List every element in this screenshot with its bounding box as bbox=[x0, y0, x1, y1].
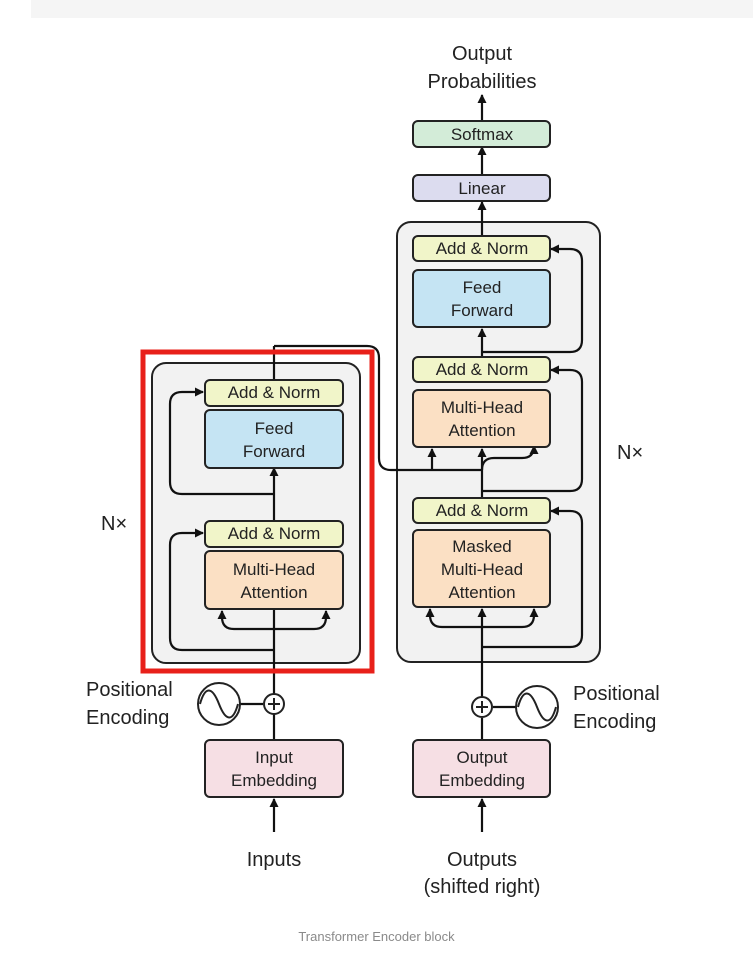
encoder-positional-encoding-label: Positional bbox=[86, 679, 173, 701]
encoder-highlight bbox=[140, 349, 375, 674]
svg-text:Input: Input bbox=[255, 748, 293, 767]
outputs-label: Outputs bbox=[447, 849, 517, 871]
encoder-feed-forward: Feed Forward bbox=[204, 409, 344, 469]
encoder-add-norm-top: Add & Norm bbox=[204, 379, 344, 407]
svg-text:Add & Norm: Add & Norm bbox=[436, 239, 529, 258]
output-probabilities-label-line2: Probabilities bbox=[428, 71, 537, 93]
decoder-add-norm-bottom: Add & Norm bbox=[412, 497, 551, 524]
decoder-positional-encoding-label-line2: Encoding bbox=[573, 711, 656, 733]
svg-text:Forward: Forward bbox=[451, 301, 513, 320]
output-probabilities-label: Output bbox=[452, 43, 512, 65]
connector-lines bbox=[168, 94, 584, 832]
svg-text:Add & Norm: Add & Norm bbox=[436, 501, 529, 520]
decoder-positional-encoding bbox=[471, 685, 559, 729]
svg-text:Multi-Head: Multi-Head bbox=[441, 398, 523, 417]
linear-box: Linear bbox=[412, 174, 551, 202]
decoder-masked-multi-head-attention: Masked Multi-Head Attention bbox=[412, 529, 551, 608]
svg-text:Feed: Feed bbox=[255, 419, 294, 438]
output-embedding-box: Output Embedding bbox=[412, 739, 551, 798]
svg-text:Forward: Forward bbox=[243, 442, 305, 461]
decoder-feed-forward: Feed Forward bbox=[412, 269, 551, 328]
svg-text:Masked: Masked bbox=[452, 537, 512, 556]
svg-text:Add & Norm: Add & Norm bbox=[228, 383, 321, 402]
svg-text:Embedding: Embedding bbox=[231, 771, 317, 790]
top-bar bbox=[31, 0, 753, 18]
svg-text:Feed: Feed bbox=[463, 278, 502, 297]
svg-text:Linear: Linear bbox=[458, 179, 506, 198]
encoder-positional-encoding-label-line2: Encoding bbox=[86, 707, 169, 729]
svg-text:Attention: Attention bbox=[448, 421, 515, 440]
softmax-box: Softmax bbox=[412, 120, 551, 148]
svg-text:Softmax: Softmax bbox=[451, 125, 514, 144]
input-embedding-box: Input Embedding bbox=[204, 739, 344, 798]
sine-wave-icon bbox=[517, 692, 557, 722]
figure-caption: Transformer Encoder block bbox=[298, 929, 455, 944]
outputs-label-line2: (shifted right) bbox=[424, 876, 541, 898]
inputs-label: Inputs bbox=[247, 849, 301, 871]
svg-text:Output: Output bbox=[456, 748, 507, 767]
svg-text:Add & Norm: Add & Norm bbox=[436, 360, 529, 379]
decoder-multi-head-attention: Multi-Head Attention bbox=[412, 389, 551, 448]
sine-wave-icon bbox=[199, 689, 239, 719]
encoder-positional-encoding bbox=[197, 682, 285, 726]
svg-text:Attention: Attention bbox=[240, 583, 307, 602]
decoder-nx-label: N× bbox=[617, 442, 643, 464]
decoder-positional-encoding-label: Positional bbox=[573, 683, 660, 705]
decoder-add-norm-middle: Add & Norm bbox=[412, 356, 551, 383]
svg-text:Add & Norm: Add & Norm bbox=[228, 524, 321, 543]
encoder-add-norm-bottom: Add & Norm bbox=[204, 520, 344, 548]
encoder-block bbox=[151, 362, 361, 664]
svg-text:Attention: Attention bbox=[448, 583, 515, 602]
svg-text:Multi-Head: Multi-Head bbox=[441, 560, 523, 579]
svg-text:Multi-Head: Multi-Head bbox=[233, 560, 315, 579]
encoder-nx-label: N× bbox=[101, 513, 127, 535]
encoder-multi-head-attention: Multi-Head Attention bbox=[204, 550, 344, 610]
svg-text:Embedding: Embedding bbox=[439, 771, 525, 790]
decoder-add-norm-top: Add & Norm bbox=[412, 235, 551, 262]
